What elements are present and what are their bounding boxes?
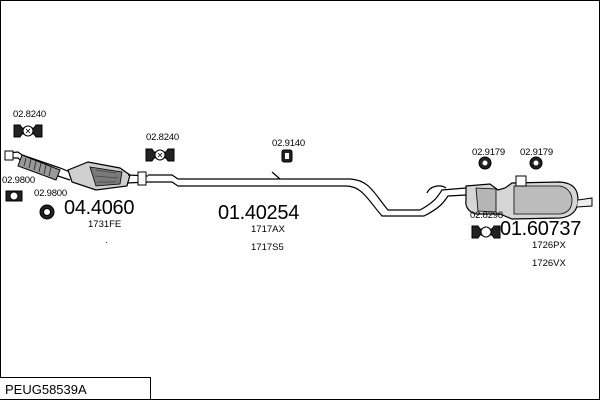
- accessory-label-front-gasket-left: 02.9800: [2, 175, 35, 186]
- flex-section: [17, 154, 61, 181]
- clamp-icon: [471, 225, 501, 239]
- part-ref-middle-pipe-1: 1717AX: [251, 224, 285, 235]
- accessory-label-front-clamp-mid: 02.8240: [146, 132, 179, 143]
- diagram-code: PEUG58539A: [5, 382, 87, 397]
- accessory-label-front-gasket-right: 02.9800: [34, 188, 67, 199]
- part-ref-rear-silencer-2: 1726VX: [532, 258, 566, 269]
- middle-pipe-drawing: [148, 171, 467, 217]
- gasket-icon: [39, 204, 55, 220]
- part-ref-middle-pipe-2: 1717S5: [251, 242, 284, 253]
- hanger-icon: [529, 156, 543, 170]
- clamp-icon: [145, 148, 175, 162]
- part-ref-rear-silencer-1: 1726PX: [532, 240, 566, 251]
- accessory-label-rear-clamp: 02.8298: [470, 210, 503, 221]
- accessory-label-mid-hanger: 02.9140: [272, 138, 305, 149]
- front-pipe-drawing: [4, 150, 149, 191]
- rear-silencer-drawing: [465, 175, 593, 220]
- gasket-icon: [5, 190, 23, 202]
- hanger-icon: [478, 156, 492, 170]
- stray-dot: .: [105, 235, 108, 246]
- catalytic-converter: [67, 161, 149, 191]
- part-number-rear-silencer: 01.60737: [500, 218, 582, 240]
- part-number-front-pipe: 04.4060: [64, 197, 135, 219]
- accessory-label-rear-hanger-left: 02.9179: [472, 147, 505, 158]
- hanger-icon: [281, 149, 293, 163]
- clamp-icon: [13, 124, 43, 138]
- part-number-middle-pipe: 01.40254: [218, 202, 300, 224]
- part-ref-front-pipe: 1731FE: [88, 219, 122, 230]
- accessory-label-rear-hanger-right: 02.9179: [520, 147, 553, 158]
- accessory-label-front-clamp-top: 02.8240: [13, 109, 46, 120]
